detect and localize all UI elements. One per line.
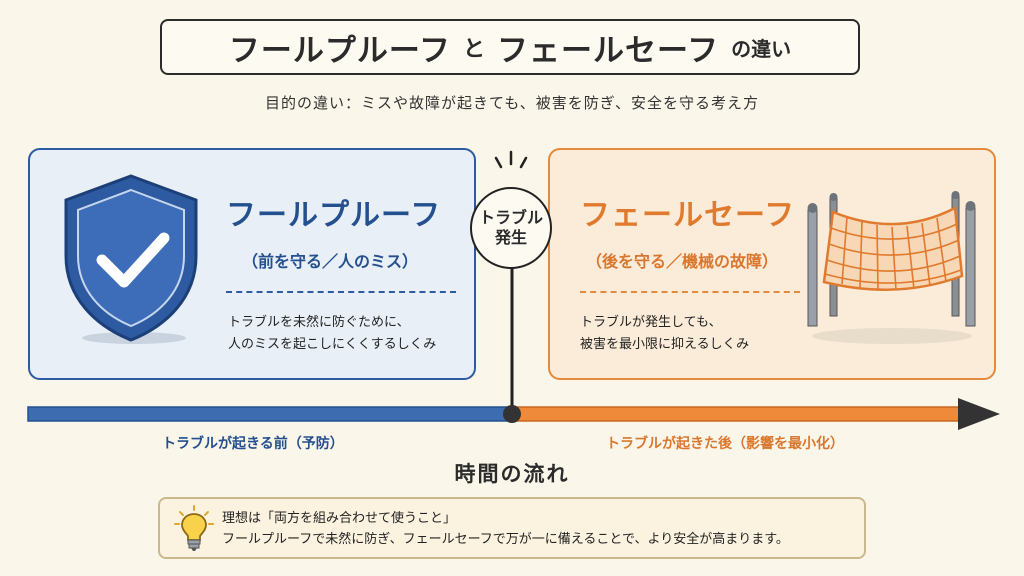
title-term-foolproof: フールプルーフ xyxy=(228,32,451,69)
tip-box: 理想は「両方を組み合わせて使うこと」 フールプルーフで未然に防ぎ、フェールセーフ… xyxy=(158,497,866,559)
title-term-failsafe: フェールセーフ xyxy=(497,32,720,69)
trouble-event-circle: トラブル 発生 xyxy=(470,187,552,269)
event-label-line2: 発生 xyxy=(494,228,527,247)
subtitle: 目的の違い：ミスや故障が起きても、被害を防ぎ、安全を守る考え方 xyxy=(264,94,760,112)
shield-check-icon xyxy=(64,174,198,344)
event-label-line1: トラブル xyxy=(478,208,543,227)
foolproof-description: トラブルを未然に防ぐために、 人のミスを起こしにくくするしくみ xyxy=(228,312,436,356)
tip-line1: 理想は「両方を組み合わせて使うこと」 xyxy=(222,511,457,526)
foolproof-desc-line2: 人のミスを起こしにくくするしくみ xyxy=(228,337,437,352)
timeline-arrowhead xyxy=(958,398,1000,430)
title-box: フールプルーフ と フェールセーフ の違い xyxy=(160,19,860,75)
safety-net-icon xyxy=(807,191,976,344)
timeline-before-label: トラブルが起きる前（予防） xyxy=(162,436,344,452)
failsafe-subtitle: （後を守る／機械の故障） xyxy=(586,252,779,271)
event-spark-icon xyxy=(494,150,528,169)
lightbulb-icon xyxy=(174,505,214,551)
failsafe-divider xyxy=(580,291,800,293)
timeline-after-bar xyxy=(511,406,965,422)
foolproof-title: フールプルーフ xyxy=(226,198,442,233)
tip-line2: フールプルーフで未然に防ぎ、フェールセーフで万が一に備えることで、より安全が高ま… xyxy=(222,532,789,547)
tip-text: 理想は「両方を組み合わせて使うこと」 フールプルーフで未然に防ぎ、フェールセーフ… xyxy=(222,508,789,550)
failsafe-desc-line2: 被害を最小限に抑えるしくみ xyxy=(580,337,750,352)
timeline-before-bar xyxy=(27,406,513,422)
title-suffix: の違い xyxy=(731,36,792,61)
event-dot xyxy=(503,405,521,423)
time-flow-label: 時間の流れ xyxy=(454,462,570,486)
timeline-after-label: トラブルが起きた後（影響を最小化） xyxy=(606,436,844,452)
foolproof-panel: フールプルーフ （前を守る／人のミス） トラブルを未然に防ぐために、 人のミスを… xyxy=(28,148,476,380)
failsafe-desc-line1: トラブルが発生しても、 xyxy=(580,315,722,330)
title-conjunction: と xyxy=(462,37,485,62)
failsafe-title: フェールセーフ xyxy=(580,198,796,233)
failsafe-description: トラブルが発生しても、 被害を最小限に抑えるしくみ xyxy=(580,312,749,356)
failsafe-panel: フェールセーフ （後を守る／機械の故障） トラブルが発生しても、 被害を最小限に… xyxy=(548,148,996,380)
foolproof-subtitle: （前を守る／人のミス） xyxy=(242,252,419,271)
foolproof-desc-line1: トラブルを未然に防ぐために、 xyxy=(228,315,410,330)
foolproof-divider xyxy=(226,291,456,293)
